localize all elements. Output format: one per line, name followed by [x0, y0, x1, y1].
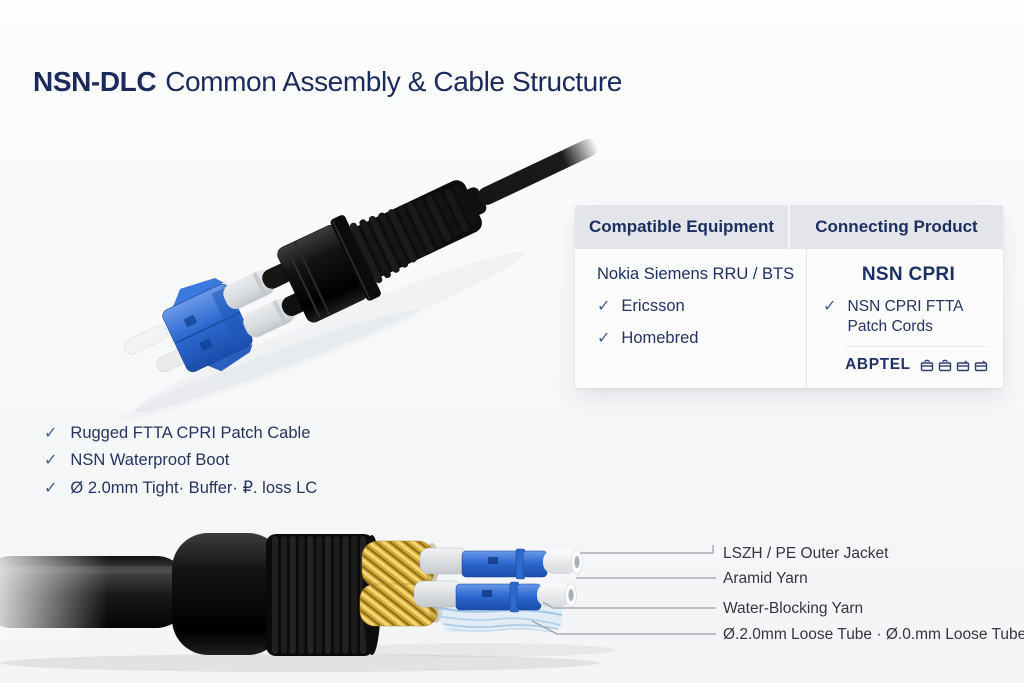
check-icon: ✓: [44, 452, 58, 469]
feature-item: ✓ Rugged FTTA CPRI Patch Cable: [44, 424, 317, 443]
check-item: ✓ Ericsson: [597, 297, 794, 316]
connector-boots: [223, 269, 295, 338]
check-icon: ✓: [44, 480, 58, 497]
boot-shoulder: [172, 533, 284, 655]
strain-relief-ribs: [349, 180, 487, 284]
brand-row: ABPTEL: [845, 346, 988, 374]
compatible-equipment-cell: Nokia Siemens RRU / BTS ✓ Ericsson ✓ Hom…: [575, 249, 806, 388]
cert-mark-icon: [974, 360, 987, 371]
lc-connector-bodies: [455, 548, 548, 613]
cert-mark-icon: [938, 359, 951, 371]
connecting-product-cell: NSN CPRI ✓ NSN CPRI FTTA Patch Cords ABP…: [806, 249, 1006, 388]
table-header-row: Compatible Equipment Connecting Product: [575, 205, 1003, 249]
table-body-row: Nokia Siemens RRU / BTS ✓ Ericsson ✓ Hom…: [575, 249, 1003, 388]
brand-logo-text: ABPTEL: [845, 356, 911, 373]
lower-cable-photo: [0, 533, 583, 656]
callout-label-loose-tube: Ø.2.0mm Loose Tube · Ø.0.mm Loose Tube: [723, 626, 1024, 643]
callout-lines: [531, 545, 716, 635]
feature-item: ✓ NSN Waterproof Boot: [44, 451, 317, 470]
check-item-label: Homebred: [621, 329, 699, 347]
cert-mark-icon: [956, 360, 969, 371]
inner-sleeves: [413, 547, 469, 608]
feature-item: ✓ Ø 2.0mm Tight· Buffer· ₽. loss LC: [44, 478, 317, 498]
compatibility-table: Compatible Equipment Connecting Product …: [575, 205, 1003, 388]
brand-cert-marks: [920, 359, 988, 372]
loose-tubes: [537, 550, 583, 607]
check-item: ✓ NSN CPRI FTTA Patch Cords: [823, 297, 994, 337]
table-header-compatible: Compatible Equipment: [588, 217, 775, 236]
check-item: ✓ Homebred: [597, 329, 794, 348]
title-rest: Common Assembly & Cable Structure: [165, 65, 622, 97]
feature-label: NSN Waterproof Boot: [70, 451, 230, 469]
feature-list: ✓ Rugged FTTA CPRI Patch Cable ✓ NSN Wat…: [44, 424, 317, 498]
cable-tail: [477, 139, 598, 205]
feature-label: Ø 2.0mm Tight· Buffer· ₽. loss LC: [70, 479, 318, 497]
waterproof-body: [277, 215, 381, 323]
feature-label: Rugged FTTA CPRI Patch Cable: [70, 424, 311, 442]
equipment-title: Nokia Siemens RRU / BTS: [597, 265, 795, 283]
check-icon: ✓: [597, 298, 611, 315]
check-icon: ✓: [44, 425, 58, 442]
callout-label-water-blocking-yarn: Water-Blocking Yarn: [723, 600, 864, 617]
upper-patch-cable-photo: [123, 139, 598, 373]
title-brand: NSN-DLC: [33, 65, 157, 97]
callout-label-outer-jacket: LSZH / PE Outer Jacket: [723, 545, 889, 562]
product-title: NSN CPRI: [861, 264, 956, 285]
callout-label-aramid-yarn: Aramid Yarn: [723, 570, 808, 587]
check-icon: ✓: [823, 298, 837, 315]
check-item-label: NSN CPRI FTTA Patch Cords: [847, 298, 963, 335]
table-header-connecting: Connecting Product: [788, 205, 1003, 249]
shadows: [0, 251, 615, 672]
cert-mark-icon: [920, 359, 933, 371]
check-icon: ✓: [597, 330, 611, 347]
jacket-fade: [0, 548, 108, 640]
check-item-label: Ericsson: [621, 297, 685, 315]
